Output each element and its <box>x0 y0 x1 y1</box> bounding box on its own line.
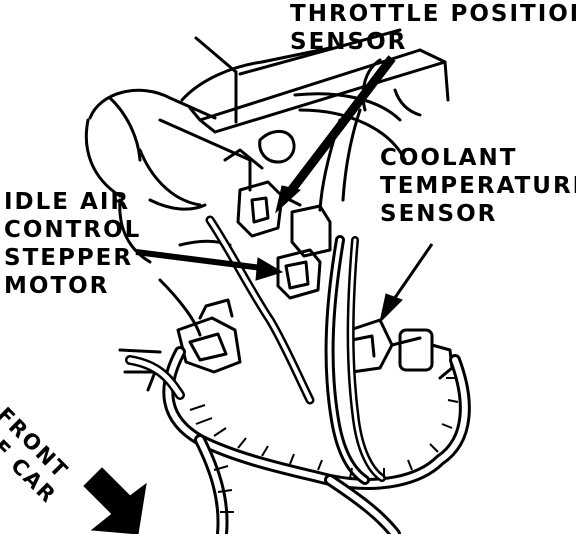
label-line: STEPPER <box>4 245 134 271</box>
front-of-car-arrow <box>83 467 147 534</box>
coolant-pointer-arrow <box>379 243 434 324</box>
idle-air-control-motor-part <box>276 204 332 300</box>
coolant-temperature-sensor-label: COOLANT TEMPERATURE SENSOR <box>380 144 576 228</box>
label-line: CONTROL <box>4 217 142 243</box>
label-line: COOLANT <box>380 145 518 171</box>
label-line: MOTOR <box>4 273 110 299</box>
pointer-arrows <box>83 55 434 534</box>
label-line: IDLE AIR <box>4 189 131 215</box>
coolant-sensor-connector-part <box>348 318 454 380</box>
label-line: THROTTLE POSITION <box>290 1 576 27</box>
harness-tape-marks <box>189 377 459 513</box>
label-line: SENSOR <box>380 201 498 227</box>
idle-air-control-stepper-motor-label: IDLE AIR CONTROL STEPPER MOTOR <box>4 188 141 300</box>
tps-pointer-arrow <box>275 55 396 214</box>
engine-body-outline <box>84 28 450 392</box>
label-line: SENSOR <box>290 29 408 55</box>
wiring-harness <box>125 215 471 534</box>
left-harness-connector <box>176 298 242 374</box>
label-line: TEMPERATURE <box>380 173 576 199</box>
iac-pointer-arrow <box>135 249 284 281</box>
throttle-position-sensor-label: THROTTLE POSITION SENSOR <box>290 0 576 56</box>
